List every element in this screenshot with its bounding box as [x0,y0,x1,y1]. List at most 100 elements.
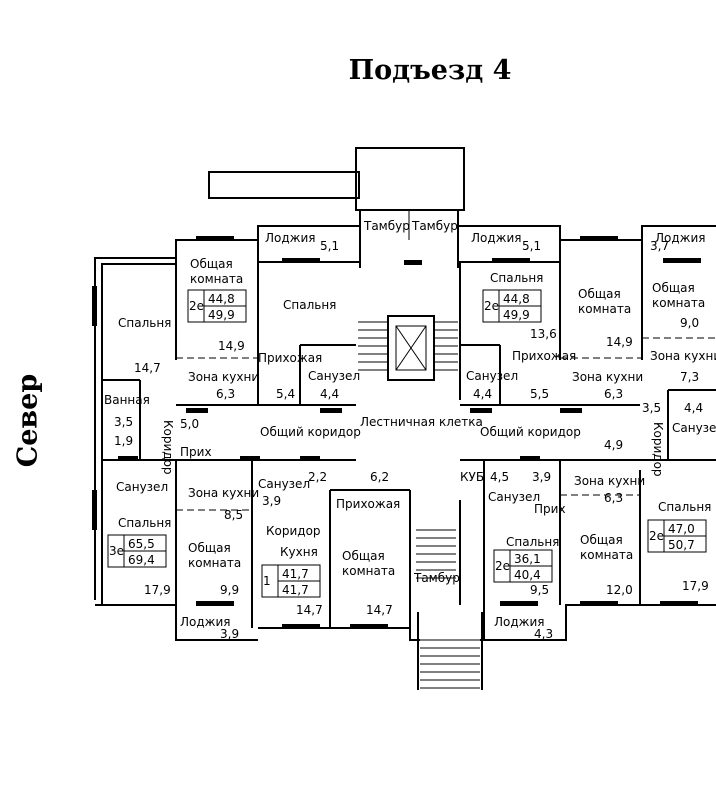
room-area: 17,9 [144,583,171,597]
room-area: 14,7 [296,603,323,617]
room-label: Зона кухни [188,486,259,500]
room-label: Прих [180,445,212,459]
room-label: Зона кухни [572,370,643,384]
room-area: 14,7 [366,603,393,617]
room-area: 4,4 [320,387,339,401]
apartment-area-box: 3е 65,5 69,4 [107,534,167,568]
room-area: 14,9 [218,339,245,353]
room-label: Коридор [266,524,321,538]
room-area: 4,4 [473,387,492,401]
room-area: 1,9 [114,434,133,448]
room-label: Прих [534,502,566,516]
room-area: 3,9 [220,627,239,641]
room-label: Лоджия [265,231,316,245]
apartment-rooms: 2е [495,559,510,573]
apartment-rooms: 2е [189,299,204,313]
room-area: 17,9 [682,579,709,593]
room-label: Спальня [283,298,336,312]
room-area: 4,9 [604,438,623,452]
apartment-area-box: 1 41,7 41,7 [261,564,321,598]
apartment-living-area: 44,8 [208,292,235,306]
room-label: Коридор [651,422,665,477]
room-label: Санузел [672,421,716,435]
room-label: Ванная [104,393,150,407]
room-area: 14,7 [134,361,161,375]
room-label: Зона кухни [650,349,716,363]
room-area: 3,9 [262,494,281,508]
room-label: Санузел [488,490,540,504]
room-area: 14,9 [606,335,633,349]
apartment-boxes: 2е 44,8 49,9 2е 44,8 49,9 3е 65,5 69,4 1 41,7 41,7 2… [107,289,707,598]
room-area: 6,3 [604,491,623,505]
room-label: Лестничная клетка [360,415,483,429]
page-title: Подъезд 4 [348,55,512,86]
apartment-rooms: 1 [263,574,271,588]
apartment-total-area: 69,4 [128,553,155,567]
room-area: 13,6 [530,327,557,341]
room-label: Тамбур [413,571,460,585]
apartment-rooms: 3е [109,544,124,558]
room-label: Санузел [116,480,168,494]
room-label: Зона кухни [574,474,645,488]
apartment-rooms: 2е [484,299,499,313]
apartment-living-area: 41,7 [282,567,309,581]
room-label: Зона кухни [188,370,259,384]
room-label: Спальня [490,271,543,285]
apartment-total-area: 49,9 [208,308,235,322]
apartment-total-area: 49,9 [503,308,530,322]
room-area: 8,5 [224,508,243,522]
room-label: Санузел [466,369,518,383]
room-area: 3,9 [532,470,551,484]
apartment-rooms: 2е [649,529,664,543]
room-label: Тамбур [411,219,458,233]
room-area: 3,5 [114,415,133,429]
room-label: Тамбур [363,219,410,233]
room-area: 7,3 [680,370,699,384]
room-label: Лоджия [471,231,522,245]
apartment-total-area: 50,7 [668,538,695,552]
room-label: Спальня [118,316,171,330]
apartment-total-area: 41,7 [282,583,309,597]
room-area: 12,0 [606,583,633,597]
apartment-living-area: 65,5 [128,537,155,551]
apartment-living-area: 44,8 [503,292,530,306]
room-area: 9,9 [220,583,239,597]
room-label: Прихожая [512,349,576,363]
room-area: 5,5 [530,387,549,401]
room-area: 4,4 [684,401,703,415]
room-label: Прихожая [336,497,400,511]
apartment-living-area: 36,1 [514,552,541,566]
room-area: 4,3 [534,627,553,641]
room-label: Кухня [280,545,318,559]
room-label: Спальня [118,516,171,530]
room-area: 3,7 [650,239,669,253]
room-area: 3,5 [642,401,661,415]
walls [92,147,716,690]
room-label: Общий коридор [480,425,581,439]
room-area: 2,2 [308,470,327,484]
room-label: Лоджия [655,231,706,245]
room-labels: Лоджия 5,1 Лоджия 5,1 Лоджия 3,7 Тамбур … [104,219,716,641]
room-label: КУБ [460,470,484,484]
room-area: 6,3 [604,387,623,401]
apartment-area-box: 2е 44,8 49,9 [482,289,542,323]
apartment-area-box: 2е 44,8 49,9 [187,289,247,323]
room-area: 5,0 [180,417,199,431]
room-area: 9,0 [680,316,699,330]
room-label: Лоджия [180,615,231,629]
room-label: Прихожая [258,351,322,365]
room-area: 5,1 [522,239,541,253]
room-area: 5,1 [320,239,339,253]
room-label: Спальня [506,535,559,549]
room-label: Спальня [658,500,711,514]
room-label: Общий коридор [260,425,361,439]
room-label: Коридор [161,420,175,475]
room-label: Лоджия [494,615,545,629]
